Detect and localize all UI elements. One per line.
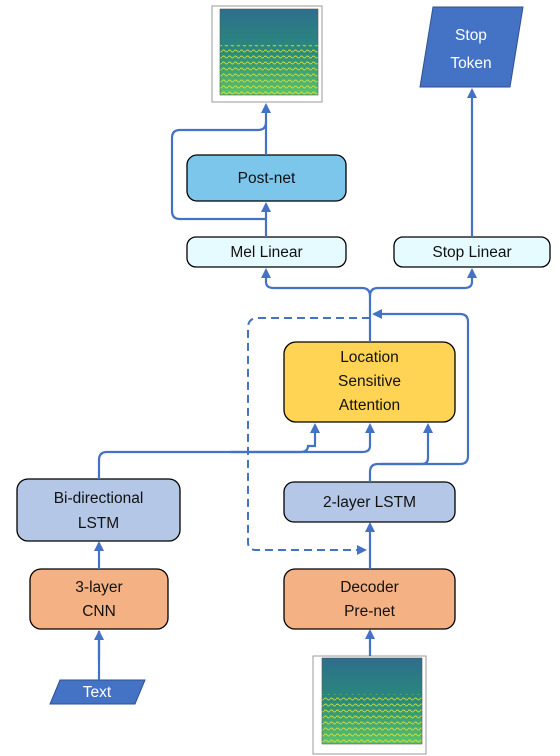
mel-linear-box: Mel Linear [186,236,347,268]
postnet-box: Post-net [186,154,347,202]
arrow-to-mel-linear [261,268,372,297]
attention-label-line2: Sensitive [338,373,401,390]
cnn-label-line1: 3-layer [75,579,122,596]
attention-label-line3: Attention [339,397,400,414]
stop-token-label-line1: Stop [455,27,487,44]
arrow-residual-postnet [170,121,268,221]
cnn-box: 3-layer CNN [29,568,169,630]
postnet-label: Post-net [238,170,296,187]
arrow-lstm-to-projection [372,309,470,466]
prenet-label-line1: Decoder [340,579,399,596]
mel-linear-label: Mel Linear [230,244,302,261]
input-mel-spectrogram [312,655,427,755]
attention-label-line1: Location [340,349,399,366]
encoder-lstm-label-line2: LSTM [78,515,119,532]
encoder-lstm-box: Bi-directional LSTM [16,478,181,542]
arrow-to-stop-linear [368,268,477,297]
decoder-lstm-box: 2-layer LSTM [283,481,456,523]
encoder-lstm-label-line1: Bi-directional [54,490,144,507]
arrow-lstm-to-attention [368,423,433,482]
attention-context-feedback [247,317,370,555]
connections [94,88,477,680]
prenet-label-line2: Pre-net [344,603,396,620]
text-input-node: Text [49,679,146,705]
stop-linear-label: Stop Linear [432,244,511,261]
attention-box: Location Sensitive Attention [283,341,456,423]
decoder-lstm-label: 2-layer LSTM [323,494,416,511]
prenet-box: Decoder Pre-net [283,568,456,630]
stop-token-output: Stop Token [419,6,524,88]
stop-token-label-line2: Token [450,55,491,72]
text-input-label: Text [83,684,112,701]
stop-linear-box: Stop Linear [393,236,551,268]
output-mel-spectrogram [211,5,323,103]
cnn-label-line2: CNN [82,603,116,620]
